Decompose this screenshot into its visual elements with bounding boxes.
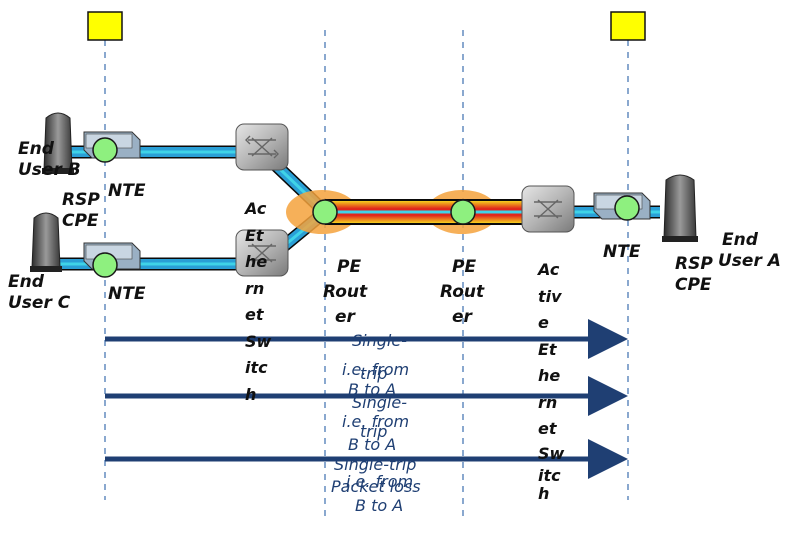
pe-router-1-line3: er bbox=[335, 307, 355, 327]
pe-router-1-label: PE Rout er bbox=[323, 255, 367, 330]
end-user-c-line2: User C bbox=[8, 293, 71, 313]
aes2-line-1: tiv bbox=[538, 286, 562, 306]
rsp-cpe-left-line1: RSP bbox=[62, 190, 100, 210]
measurement-2-line4: B to A bbox=[348, 435, 397, 454]
aes1-line-2: Et bbox=[245, 225, 264, 245]
probe-marker-b bbox=[87, 11, 123, 41]
rsp-cpe-right-label: RSP CPE bbox=[675, 254, 713, 296]
rsp-cpe-left-label: RSP CPE bbox=[62, 190, 100, 232]
rsp-cpe-left-line2: CPE bbox=[62, 211, 99, 231]
aes2-line-4: he bbox=[538, 366, 561, 385]
probe-marker-a bbox=[610, 11, 646, 41]
aes2-line-5: rn bbox=[538, 392, 558, 412]
pe-router-2-line2: Rout bbox=[440, 282, 485, 302]
rsp-cpe-right-line1: RSP bbox=[675, 254, 713, 274]
aes2-line-9: h bbox=[538, 483, 550, 503]
measurement-2-line2: i.e. from bbox=[342, 412, 410, 431]
measurement-3-line3: i.e. from bbox=[346, 472, 414, 491]
aes2-line-3: Et bbox=[538, 339, 557, 359]
pe-router-1-line1: PE bbox=[337, 257, 362, 277]
measurement-1-line1: Single- bbox=[352, 331, 407, 350]
end-user-a-device-icon bbox=[662, 174, 698, 242]
nte-b-label: NTE bbox=[108, 181, 146, 201]
end-user-a-label: End User A bbox=[718, 230, 781, 272]
aes1-line-4: rn bbox=[245, 278, 265, 298]
measurement-1-line2: i.e. from bbox=[342, 360, 410, 379]
measurement-point-c bbox=[92, 252, 118, 278]
aes2-line-8: itc bbox=[538, 465, 561, 485]
end-user-b-device-icon bbox=[42, 112, 74, 174]
end-user-c-device-icon bbox=[30, 212, 62, 272]
measurement-2-line1: Single- bbox=[352, 393, 407, 412]
switch-icon-bottom bbox=[235, 229, 289, 277]
measurement-1-line3: trip bbox=[360, 364, 388, 383]
measurement-point-pe2 bbox=[450, 199, 476, 225]
nte-a-label: NTE bbox=[603, 242, 641, 262]
measurement-arrows bbox=[105, 319, 628, 479]
measurement-point-pe1 bbox=[312, 199, 338, 225]
aes2-line-0: Ac bbox=[538, 260, 560, 279]
measurement-3-line4: B to A bbox=[355, 496, 404, 515]
end-user-c-line1: End bbox=[8, 272, 44, 292]
aes2-line-2: e bbox=[538, 313, 549, 332]
switch-icon-top bbox=[235, 123, 289, 171]
measurement-1-line4: B to A bbox=[348, 380, 397, 399]
pe-router-2-label: PE Rout er bbox=[440, 255, 484, 330]
nte-c-label: NTE bbox=[108, 284, 146, 304]
switch-icon-right bbox=[521, 185, 575, 233]
end-user-a-line1: End bbox=[722, 230, 758, 250]
end-user-c-label: End User C bbox=[8, 272, 70, 314]
end-user-b-line2: User B bbox=[18, 160, 81, 180]
end-user-a-line2: User A bbox=[718, 251, 781, 271]
measurement-point-b bbox=[92, 137, 118, 163]
measurement-points bbox=[92, 137, 640, 278]
rsp-cpe-right-line2: CPE bbox=[675, 275, 712, 295]
end-user-b-line1: End bbox=[18, 139, 54, 159]
aes2-line-7: Sw bbox=[538, 443, 565, 463]
measurement-3-line1: Single-trip bbox=[334, 455, 417, 474]
aes1-line-3: he bbox=[245, 252, 268, 271]
active-ethernet-switch-1-label: Ac Et he rn et Sw itc h bbox=[245, 196, 285, 408]
aes1-line-7: itc bbox=[245, 358, 268, 377]
measurement-2-line3: trip bbox=[360, 422, 388, 441]
pe-router-2-line3: er bbox=[452, 307, 472, 327]
active-ethernet-switch-2-label: Ac tiv e Et he rn et Sw itc h bbox=[538, 257, 578, 501]
measurement-point-a bbox=[614, 195, 640, 221]
aes2-line-6: et bbox=[538, 419, 557, 438]
end-user-b-label: End User B bbox=[18, 139, 81, 181]
aes1-line-6: Sw bbox=[245, 331, 272, 351]
aes1-line-0: Ac bbox=[245, 199, 267, 218]
pe-router-1-line2: Rout bbox=[323, 282, 368, 302]
pe-router-2-line1: PE bbox=[452, 257, 477, 277]
measurement-3-line2: Packet loss bbox=[331, 477, 421, 496]
aes1-line-8: h bbox=[245, 384, 257, 404]
aes1-line-5: et bbox=[245, 305, 264, 324]
